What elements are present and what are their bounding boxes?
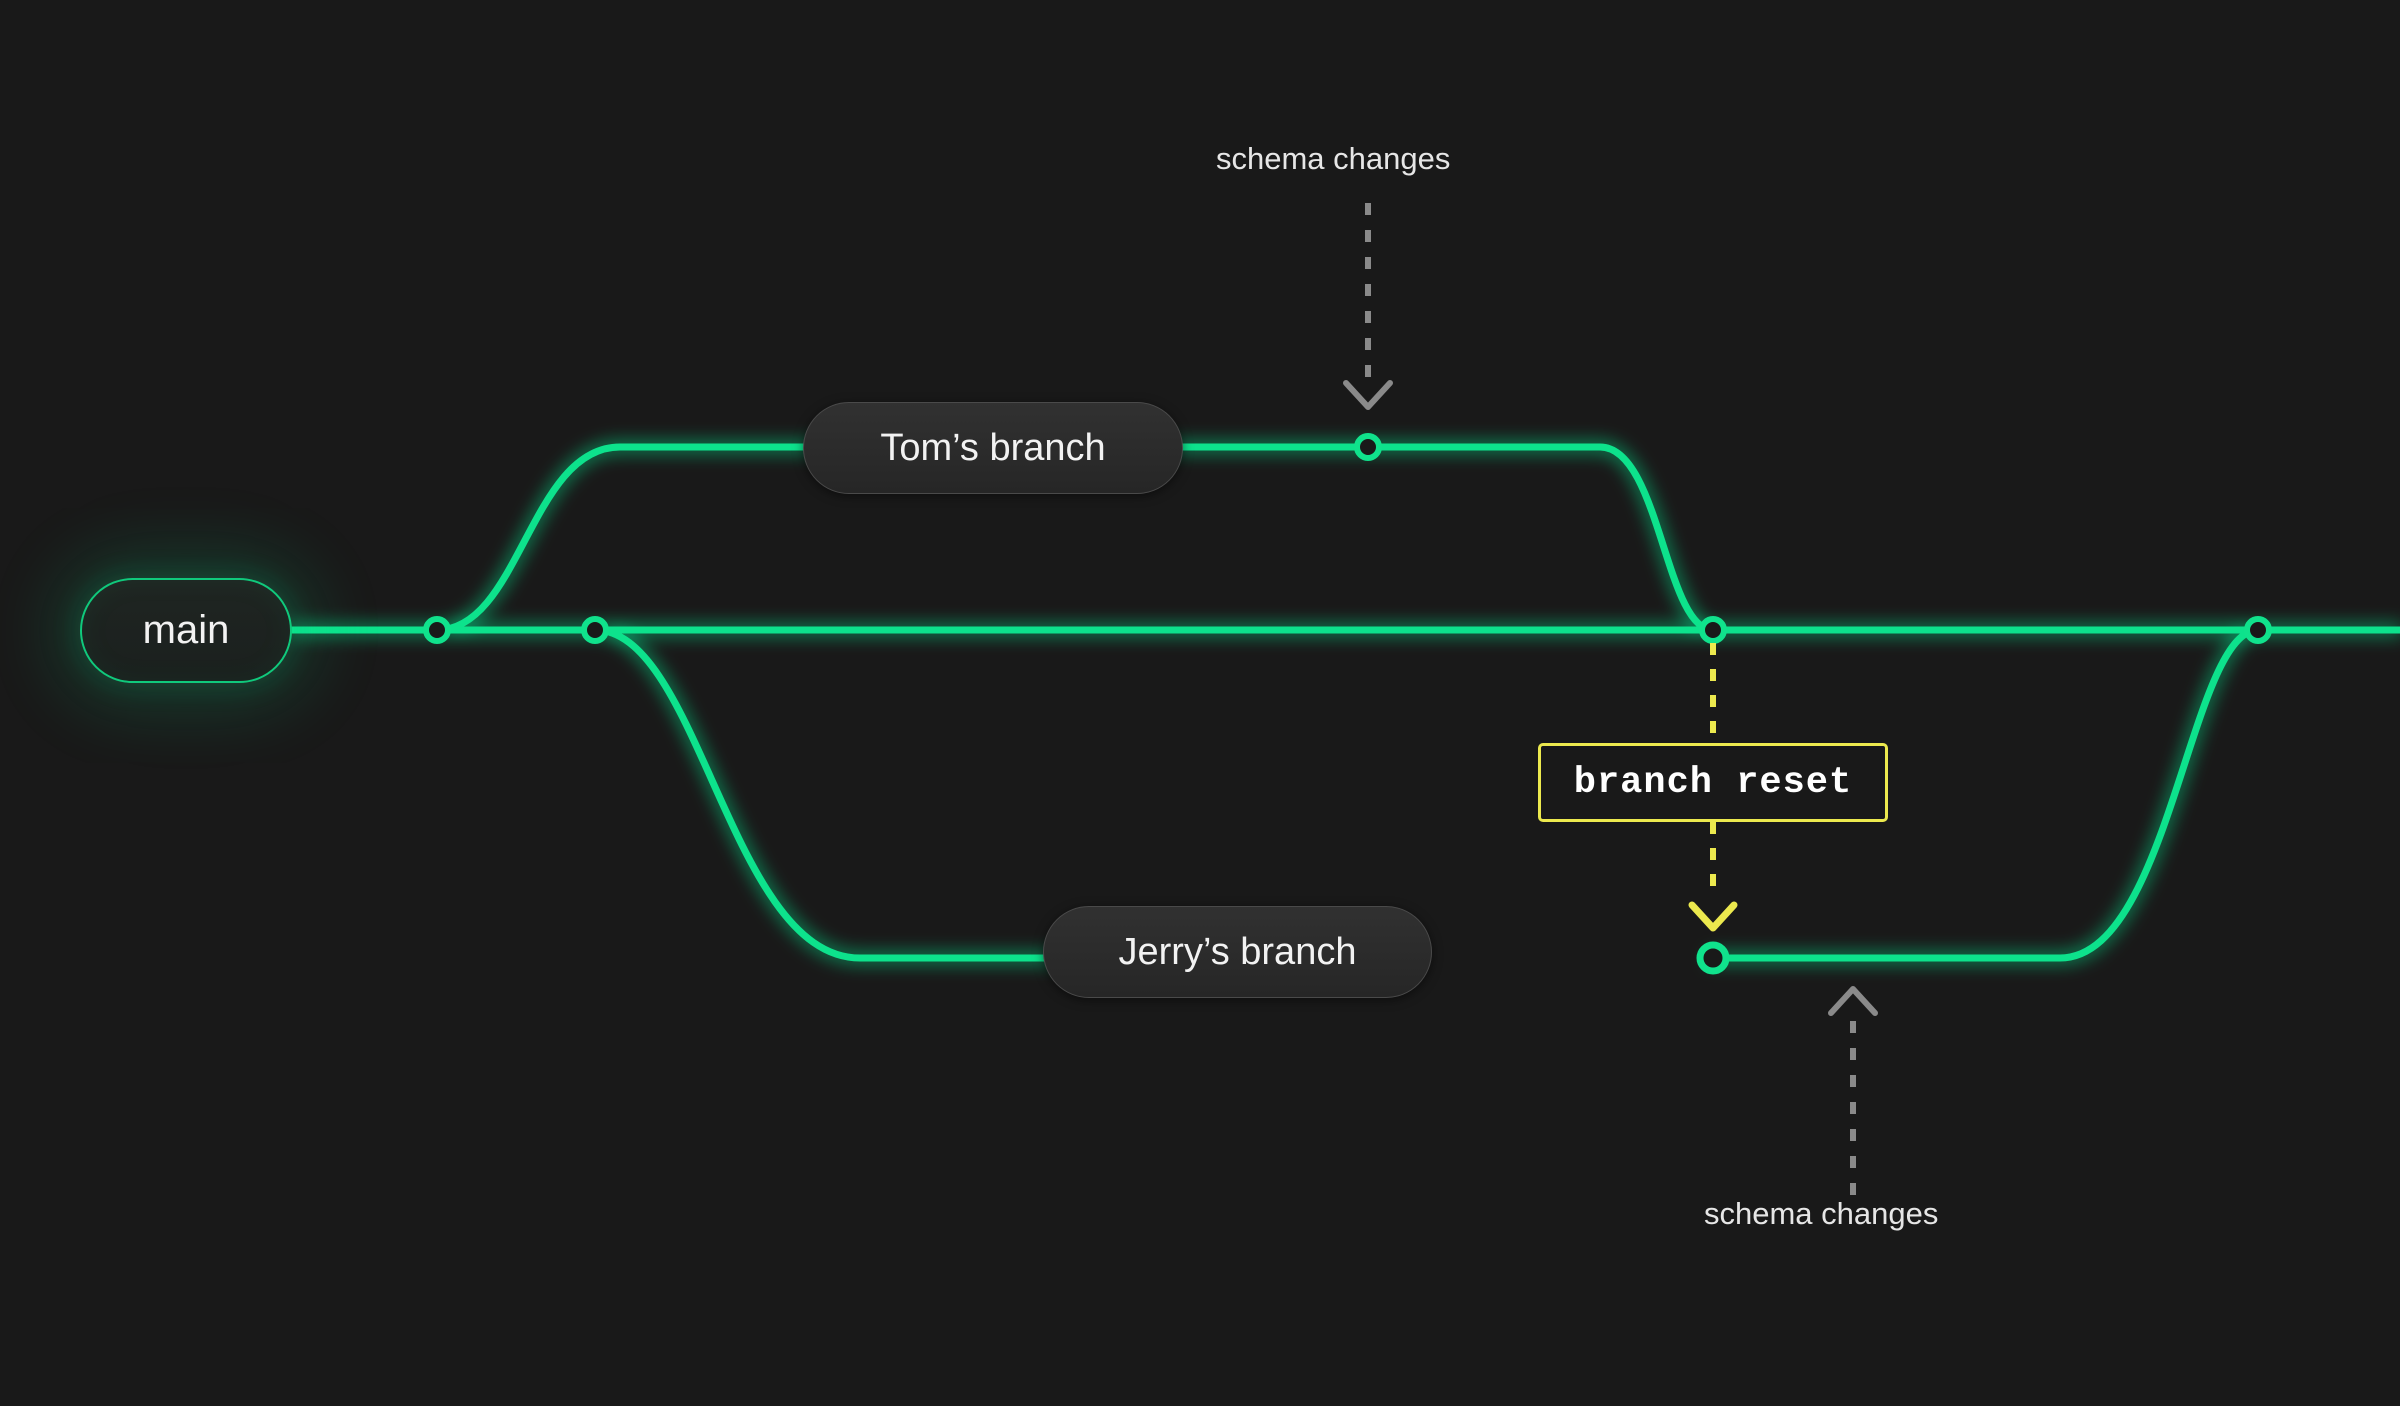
commit-node-tom-commit[interactable]: [1354, 433, 1382, 461]
annotation-arrows: [1343, 203, 1878, 1195]
reset-arrowhead-icon: [1688, 901, 1738, 932]
branch-pill-main-label: main: [142, 608, 230, 652]
commit-node-fork-tom[interactable]: [423, 616, 451, 644]
commit-node-jerry-reset[interactable]: [1696, 941, 1730, 975]
branch-pill-main[interactable]: main: [80, 578, 292, 683]
annotation-label-schema-changes-top: schema changes: [1216, 141, 1451, 176]
annotation-arrow-bottom-head-icon: [1828, 986, 1878, 1016]
branch-lines: [288, 443, 2400, 962]
branch-pill-jerry[interactable]: Jerry’s branch: [1043, 906, 1432, 998]
annotation-arrow-top-head-icon: [1343, 380, 1393, 410]
branch-reset-callout[interactable]: branch reset: [1538, 743, 1888, 822]
commit-node-merge-tom[interactable]: [1699, 616, 1727, 644]
jerry-branch-line: [1709, 626, 2262, 962]
commit-nodes: [423, 433, 2272, 975]
jerry-branch-fork-line: [591, 626, 1064, 962]
commit-node-fork-jerry[interactable]: [581, 616, 609, 644]
commit-node-merge-jerry[interactable]: [2244, 616, 2272, 644]
tom-branch-line: [433, 443, 1717, 634]
branch-reset-callout-label: branch reset: [1573, 761, 1853, 804]
branch-pill-jerry-label: Jerry’s branch: [1118, 930, 1357, 973]
branch-pill-tom-label: Tom’s branch: [880, 426, 1106, 469]
branch-reset-connector: [1688, 643, 1738, 932]
branch-pill-tom[interactable]: Tom’s branch: [803, 402, 1183, 494]
annotation-label-schema-changes-bottom: schema changes: [1704, 1196, 1939, 1231]
